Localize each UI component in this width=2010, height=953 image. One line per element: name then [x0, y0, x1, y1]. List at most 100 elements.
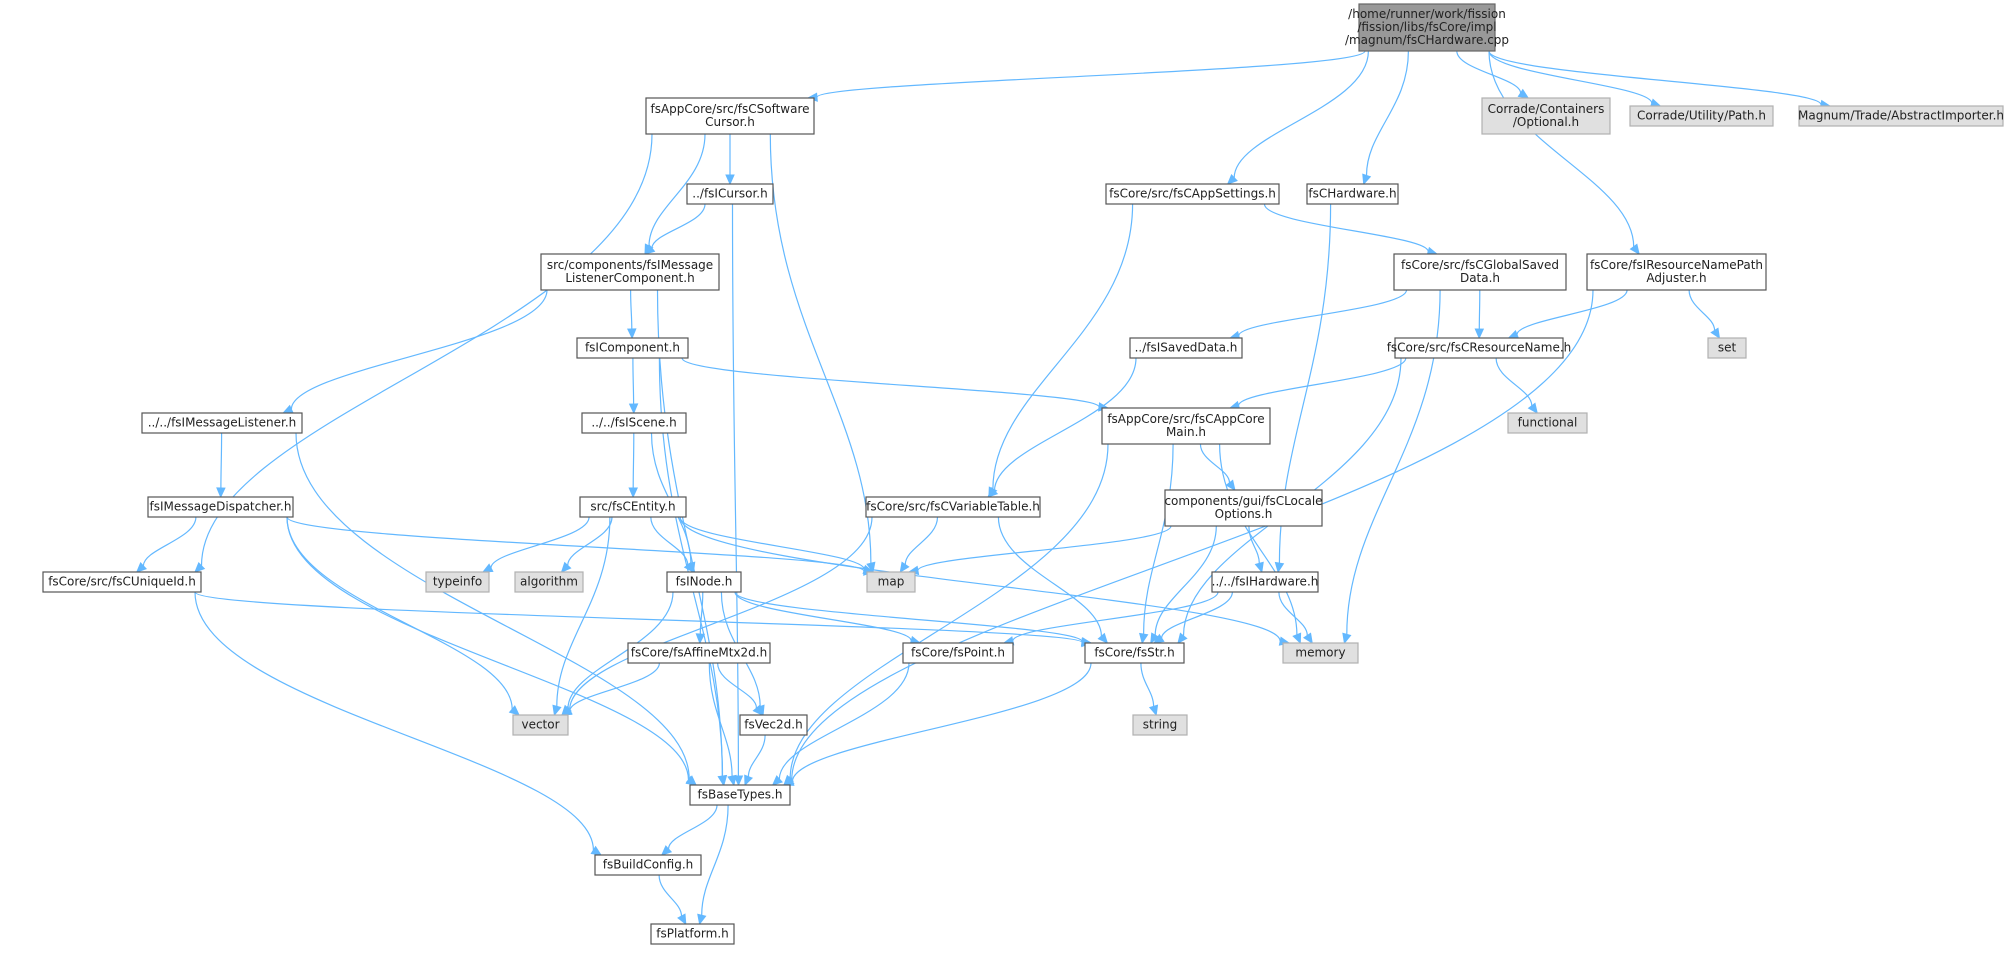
edge-line [651, 203, 706, 249]
node-str[interactable]: fsCore/fsStr.h [1084, 642, 1185, 664]
node-box [627, 642, 771, 664]
edge-icursor-to-msglistcomp [644, 203, 706, 255]
arrowhead [677, 913, 687, 926]
node-vec2d[interactable]: fsVec2d.h [739, 714, 808, 736]
node-box [666, 571, 742, 593]
arrowhead [717, 774, 728, 787]
node-iscene[interactable]: ../../fsIScene.h [581, 412, 687, 434]
node-box [1282, 642, 1359, 664]
edge-root-to-chardware [1362, 50, 1409, 186]
node-vartable[interactable]: fsCore/src/fsCVariableTable.h [865, 496, 1041, 518]
edge-resname-to-functional [1495, 357, 1538, 414]
edge-appcoremain-to-basetypes [783, 443, 1109, 786]
edge-line [734, 591, 912, 641]
node-resname[interactable]: fsCore/src/fsCResourceName.h [1387, 337, 1572, 359]
node-uniqueid[interactable]: fsCore/src/fsCUniqueId.h [42, 571, 202, 593]
node-box [1105, 183, 1280, 205]
arrowhead [1507, 330, 1520, 339]
edge-line [699, 591, 704, 635]
edge-msgdispatcher-to-map [286, 516, 875, 576]
edge-line [286, 516, 513, 710]
node-label: Options.h [1215, 507, 1273, 521]
edge-str-to-string [1140, 662, 1159, 717]
edge-appcoremain-to-str [1139, 443, 1174, 645]
node-buildconfig[interactable]: fsBuildConfig.h [594, 854, 702, 876]
edge-msgdispatcher-to-basetypes [286, 516, 698, 786]
node-typeinfo: typeinfo [425, 571, 490, 593]
edge-line [667, 804, 718, 850]
edge-centity-to-inode [650, 516, 695, 573]
arrowhead [1150, 632, 1160, 645]
node-box [739, 714, 808, 736]
arrowhead [683, 561, 695, 573]
node-label: /fission/libs/fsCore/impl [1357, 20, 1496, 34]
edge-msglistener-to-msgdispatcher [216, 432, 226, 499]
edge-line [1248, 525, 1260, 564]
arrowhead [771, 775, 783, 786]
arrowhead [1629, 243, 1640, 255]
edge-msgdispatcher-to-uniqueid [135, 516, 197, 573]
arrowhead [1274, 561, 1285, 574]
edge-root-to-swcursor [806, 50, 1366, 102]
node-basetypes[interactable]: fsBaseTypes.h [689, 784, 791, 806]
node-centity[interactable]: src/fsCEntity.h [579, 496, 687, 518]
edge-swcursor-to-map [769, 133, 876, 574]
node-label: map [878, 575, 905, 589]
node-icursor[interactable]: ../fsICursor.h [686, 183, 774, 205]
edge-point-to-basetypes [771, 662, 910, 786]
node-box [579, 496, 687, 518]
arrowhead [1097, 632, 1109, 644]
node-box [686, 183, 774, 205]
edge-appcoremain-to-memory [1219, 443, 1302, 645]
node-platform[interactable]: fsPlatform.h [650, 923, 735, 945]
node-isaveddata[interactable]: ../fsISavedData.h [1129, 337, 1243, 359]
node-functional: functional [1507, 412, 1588, 434]
node-label: fsCore/src/fsCAppSettings.h [1109, 187, 1276, 201]
edge-msglistcomp-to-icomponent [627, 289, 637, 340]
arrowhead [590, 845, 603, 856]
node-appsettings[interactable]: fsCore/src/fsCAppSettings.h [1105, 183, 1280, 205]
edge-line [567, 516, 613, 566]
node-chardware[interactable]: fsCHardware.h [1306, 183, 1399, 205]
arrowhead [1527, 402, 1538, 414]
edge-vartable-to-map [899, 516, 939, 574]
node-string: string [1132, 714, 1188, 736]
node-ihardware[interactable]: ../../fsIHardware.h [1211, 571, 1319, 593]
arrowhead [194, 562, 206, 573]
edge-line [1488, 50, 1822, 106]
edge-line [1488, 50, 1653, 104]
node-box [512, 714, 569, 736]
node-label: Cursor.h [705, 115, 755, 129]
node-msgdispatcher[interactable]: fsIMessageDispatcher.h [147, 496, 294, 518]
node-label: set [1718, 341, 1737, 355]
edge-line [816, 50, 1366, 98]
node-point[interactable]: fsCore/fsPoint.h [902, 642, 1014, 664]
arrowhead [1225, 479, 1236, 491]
node-affine[interactable]: fsCore/fsAffineMtx2d.h [627, 642, 771, 664]
node-path: Corrade/Utility/Path.h [1629, 105, 1774, 127]
edge-line [1278, 591, 1308, 636]
node-label: fsCore/fsPoint.h [911, 646, 1005, 660]
edge-basetypes-to-buildconfig [660, 804, 718, 856]
node-msglistcomp[interactable]: src/components/fsIMessageListenerCompone… [540, 253, 720, 291]
arrowhead [560, 705, 573, 716]
node-inode[interactable]: fsINode.h [666, 571, 742, 593]
arrowhead [1517, 88, 1530, 99]
node-label: fsAppCore/src/fsCAppCore [1107, 412, 1264, 426]
edge-layer [135, 50, 1832, 926]
edge-centity-to-typeinfo [481, 516, 590, 573]
edge-line [734, 591, 1083, 643]
arrowhead [508, 705, 520, 716]
node-box [1164, 489, 1323, 527]
edge-line [630, 289, 633, 330]
node-box [1129, 337, 1243, 359]
arrowhead [216, 487, 226, 499]
node-icomponent[interactable]: fsIComponent.h [576, 337, 689, 359]
node-msglistener[interactable]: ../../fsIMessageListener.h [141, 412, 303, 434]
node-box [147, 496, 294, 518]
